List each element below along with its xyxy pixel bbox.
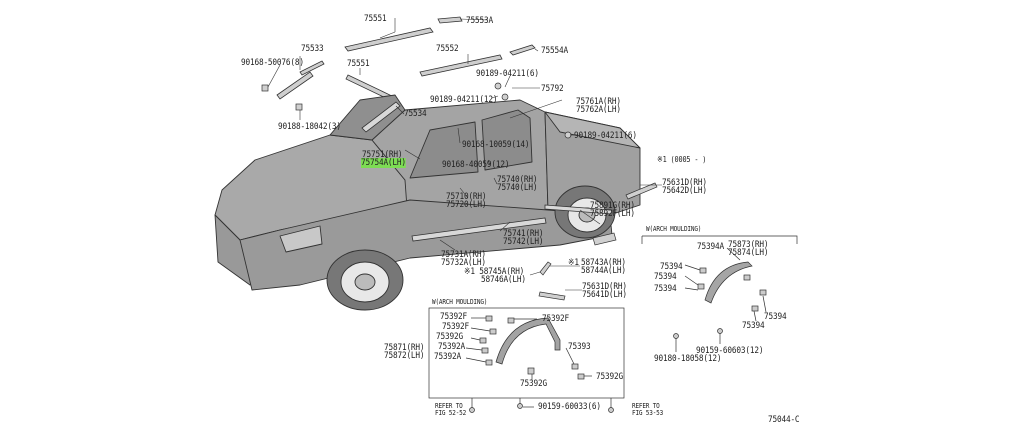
label-90189-04211-12: 90189-04211(12) — [430, 95, 498, 105]
label-75551-top: 75551 — [364, 14, 387, 24]
label-58746A: 58746A(LH) — [481, 275, 526, 285]
label-75642D: 75642D(LH) — [662, 186, 707, 196]
label-75393: 75393 — [568, 342, 591, 352]
diagram-code: 75044-C — [768, 415, 800, 425]
label-75871: 75871(RH) — [384, 343, 425, 353]
label-90189-04211-6b: 90189-04211(6) — [574, 131, 637, 141]
note-0005: ※1 (0005 - ) — [657, 155, 707, 164]
label-75394-3: 75394 — [654, 284, 677, 294]
label-75394A: 75394A — [697, 242, 724, 252]
roof-moulding-rear — [419, 54, 503, 77]
label-75641D: 75641D(LH) — [582, 290, 627, 300]
label-75874: 75874(LH) — [728, 248, 769, 258]
label-75392G-3: 75392G — [520, 379, 547, 389]
label-75741: 75741(RH) — [503, 229, 544, 239]
label-75792: 75792 — [541, 84, 564, 94]
label-75552: 75552 — [436, 44, 459, 54]
roof-moulding-cap — [437, 16, 463, 24]
label-75731A: 75731A(RH) — [441, 250, 486, 260]
label-75392A-2: 75392A — [434, 352, 461, 362]
pillar-moulding — [276, 71, 314, 100]
label-90168-50076: 90168-50076(8) — [241, 58, 304, 68]
label-75392F-2: 75392F — [542, 314, 569, 324]
fig-ref-left-2: FIG 52-52 — [435, 409, 467, 417]
label-75553A: 75553A — [466, 16, 493, 26]
label-75394-1: 75394 — [660, 262, 683, 272]
mark-s1: ※1 — [568, 258, 579, 268]
label-75892F: 75892F(LH) — [590, 209, 635, 219]
roof-moulding-front — [344, 27, 434, 52]
label-75762A: 75762A(LH) — [576, 105, 621, 115]
right-panel-title: W(ARCH MOULDING) — [646, 225, 702, 233]
label-58743A: 58743A(RH) — [581, 258, 626, 268]
fig-ref-right-1: REFER TO — [632, 402, 660, 410]
label-75394-4: 75394 — [764, 312, 787, 322]
label-75710: 75710(RH) — [446, 192, 487, 202]
label-75631D: 75631D(RH) — [662, 178, 707, 188]
label-58744A: 58744A(LH) — [581, 266, 626, 276]
label-75631D-2: 75631D(RH) — [582, 282, 627, 292]
label-75742: 75742(LH) — [503, 237, 544, 247]
label-90180-18058: 90180-18058(12) — [654, 354, 722, 364]
windshield-moulding-clip — [299, 60, 325, 76]
label-90188-18042: 90188-18042(3) — [278, 122, 341, 132]
label-75394-5: 75394 — [742, 321, 765, 331]
label-90168-40059: 90168-40059(12) — [442, 160, 510, 170]
label-75732A: 75732A(LH) — [441, 258, 486, 268]
bottom-panel-title: W(ARCH MOULDING) — [432, 298, 488, 306]
label-75392G-2: 75392G — [596, 372, 623, 382]
fig-ref-left-1: REFER TO — [435, 402, 463, 410]
label-75533: 75533 — [301, 44, 324, 54]
label-75891G: 75891G(RH) — [590, 201, 635, 211]
label-75392F-3: 75392F — [442, 322, 469, 332]
label-75740-lh: 75740(LH) — [497, 183, 538, 193]
fig-ref-right-2: FIG 53-53 — [632, 409, 664, 417]
label-75873: 75873(RH) — [728, 240, 769, 250]
label-75751: 75751(RH) — [362, 150, 403, 160]
label-75392F-1: 75392F — [440, 312, 467, 322]
label-75394-2: 75394 — [654, 272, 677, 282]
label-90159-60603: 90159-60603(12) — [696, 346, 764, 356]
label-75551-mid: 75551 — [347, 59, 370, 69]
label-75534: 75534 — [404, 109, 427, 119]
label-58745A: ※1 58745A(RH) — [464, 267, 525, 277]
label-75872: 75872(LH) — [384, 351, 425, 361]
label-90168-10059: 90168-10059(14) — [462, 140, 530, 150]
label-90189-04211-6a: 90189-04211(6) — [476, 69, 539, 79]
label-75740-rh: 75740(RH) — [497, 175, 538, 185]
label-75392A: 75392A — [438, 342, 465, 352]
label-75554A: 75554A — [541, 46, 568, 56]
label-75761A: 75761A(RH) — [576, 97, 621, 107]
label-90159-60033: 90159-60033(6) — [538, 402, 601, 412]
label-75720: 75720(LH) — [446, 200, 487, 210]
roof-moulding-end — [509, 44, 536, 56]
label-75754A-highlighted[interactable]: 75754A(LH) — [361, 158, 406, 168]
label-75392G-1: 75392G — [436, 332, 463, 342]
